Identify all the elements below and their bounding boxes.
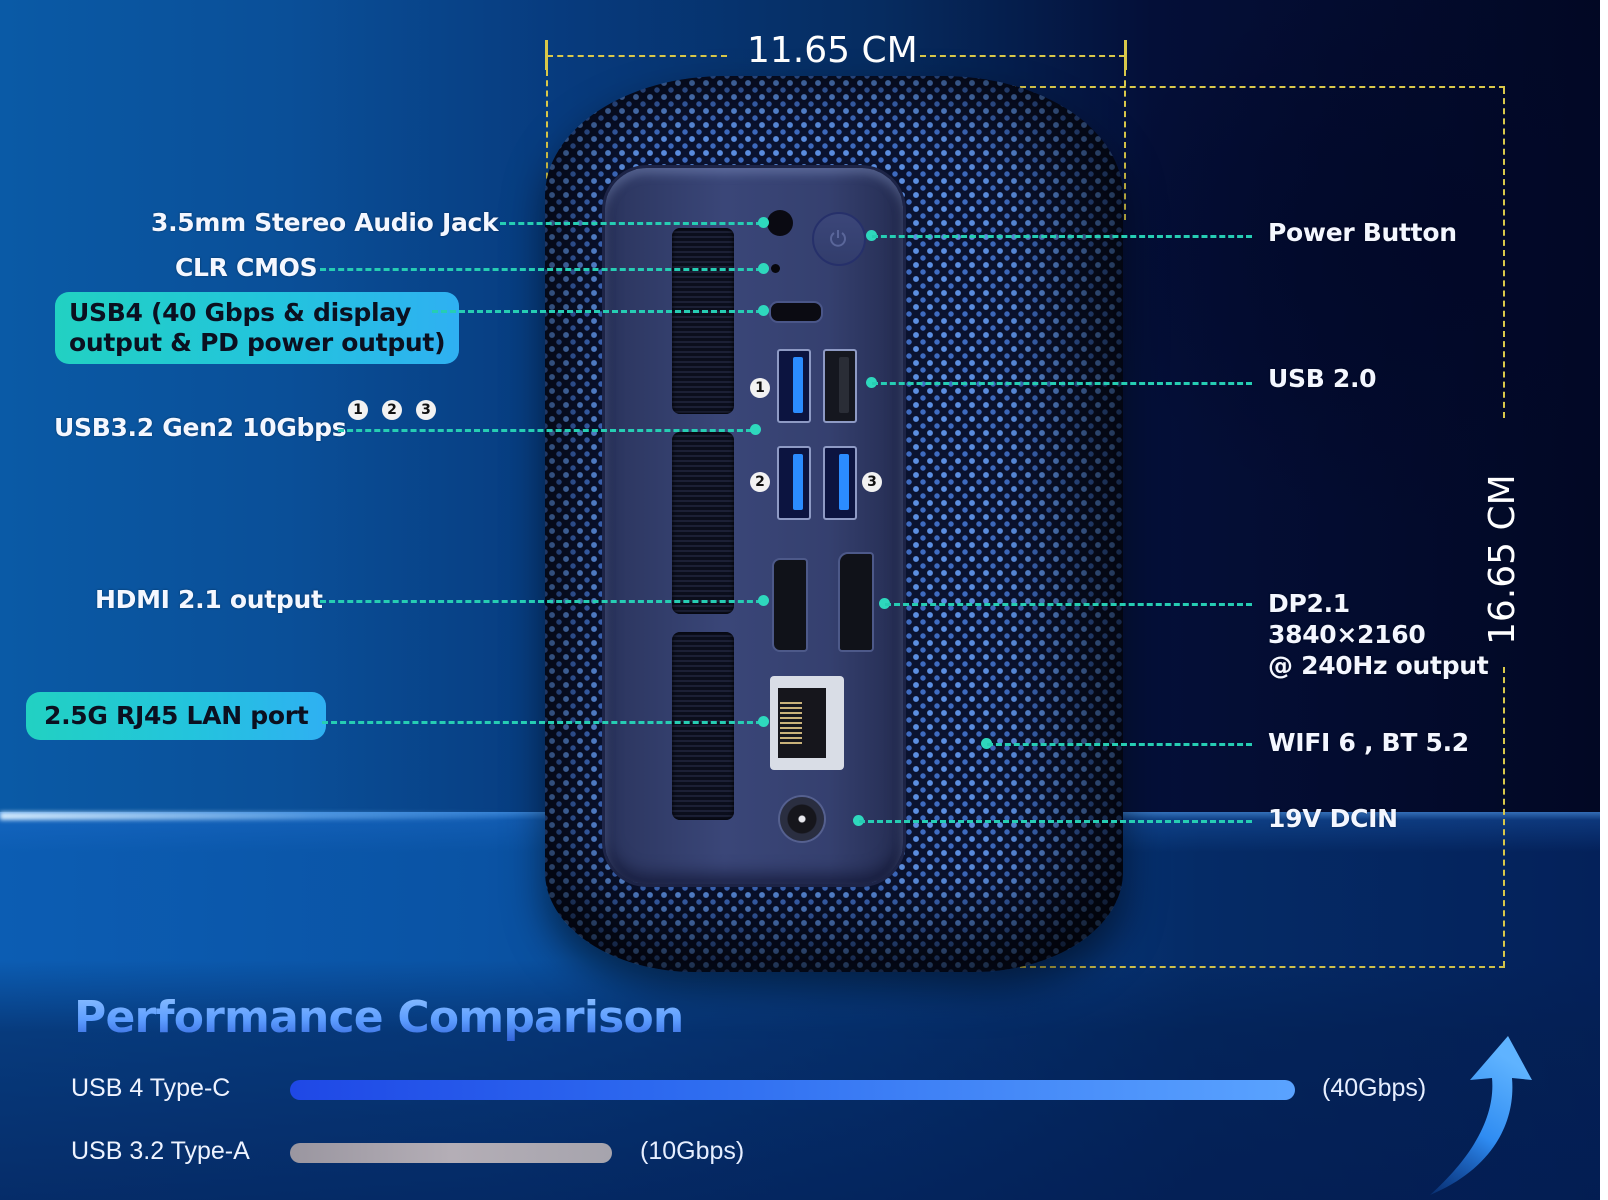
perf-row-usb32-label: USB 3.2 Type-A [71,1137,250,1165]
leader-usb4 [432,310,762,313]
power-button[interactable] [812,212,866,266]
power-icon [830,230,846,247]
width-dimension-drop-right [1124,70,1126,220]
perf-bar-usb32 [290,1143,612,1163]
callout-usb32: USB3.2 Gen2 10Gbps [54,413,347,442]
width-dimension-line-left [547,55,727,57]
width-dimension-label: 11.65 CM [747,30,918,71]
leader-dot-clr-cmos [758,263,769,274]
height-dimension-line-upper [1503,88,1505,418]
leader-usb32 [338,429,752,432]
width-dimension-line-right [920,55,1125,57]
perf-row-usb32-value: (10Gbps) [640,1137,745,1165]
callout-usb4-line1: USB4 (40 Gbps & display [69,298,412,327]
leader-audio-jack [500,222,762,225]
callout-dp-line3: @ 240Hz output [1268,651,1489,680]
vent-upper [672,228,734,414]
vent-middle [672,432,734,614]
upward-arrow-icon [1430,1036,1532,1195]
usb32-badge-3: 3 [416,400,436,420]
callout-dcin: 19V DCIN [1268,804,1398,833]
leader-dot-audio-jack [758,217,769,228]
rj45-lan-port [770,676,844,770]
leader-lan [322,721,762,724]
leader-hdmi [320,600,762,603]
dc-in-port [780,797,824,841]
leader-usb20 [872,382,1252,385]
audio-jack-port [767,210,793,236]
leader-dp [885,603,1252,606]
height-dimension-line-top [1000,86,1505,88]
leader-dot-power-button [866,230,877,241]
width-dimension-tick-left [545,40,548,70]
rear-io-panel [605,168,903,884]
port-badge-3: 3 [862,472,882,492]
callout-wireless: WIFI 6 , BT 5.2 [1268,728,1469,757]
leader-wireless [987,743,1252,746]
width-dimension-drop-left [546,70,548,230]
leader-dot-hdmi [758,595,769,606]
callout-dp-line1: DP2.1 [1268,589,1350,618]
usb32-badge-1: 1 [348,400,368,420]
leader-dot-usb4 [758,305,769,316]
callout-usb4: USB4 (40 Gbps & display output & PD powe… [55,292,460,364]
height-dimension-line-lower [1503,667,1505,967]
callout-audio-jack: 3.5mm Stereo Audio Jack [151,208,499,237]
width-dimension-tick-right [1124,40,1127,70]
displayport-port [838,552,874,652]
leader-dcin [859,820,1252,823]
leader-dot-wireless [981,738,992,749]
usb4-type-c-port [769,301,823,323]
callout-power-button: Power Button [1268,218,1457,247]
floor-highlight [0,812,520,820]
perf-row-usb4-label: USB 4 Type-C [71,1074,231,1102]
hdmi-port [772,558,808,652]
vent-lower [672,632,734,820]
leader-dot-dcin [853,815,864,826]
usb32-port-2 [777,446,811,520]
leader-dot-lan [758,716,769,727]
callout-hdmi: HDMI 2.1 output [95,585,323,614]
performance-title: Performance Comparison [74,992,684,1043]
callout-lan: 2.5G RJ45 LAN port [26,692,327,740]
callout-dp: DP2.1 3840×2160 @ 240Hz output [1268,588,1489,681]
perf-bar-usb4 [290,1080,1295,1100]
usb32-port-1 [777,349,811,423]
callout-usb20: USB 2.0 [1268,364,1377,393]
port-badge-1: 1 [750,378,770,398]
perf-row-usb4-value: (40Gbps) [1322,1074,1427,1102]
leader-dot-dp [879,598,890,609]
usb20-port [823,349,857,423]
leader-dot-usb32 [750,424,761,435]
port-badge-2: 2 [750,472,770,492]
usb32-badge-2: 2 [382,400,402,420]
callout-dp-line2: 3840×2160 [1268,620,1426,649]
leader-dot-usb20 [866,377,877,388]
clr-cmos-hole [771,264,780,273]
callout-usb4-line2: output & PD power output) [69,328,446,357]
leader-clr-cmos [320,268,762,271]
usb32-port-3 [823,446,857,520]
leader-power-button [872,235,1252,238]
callout-clr-cmos: CLR CMOS [175,253,318,282]
